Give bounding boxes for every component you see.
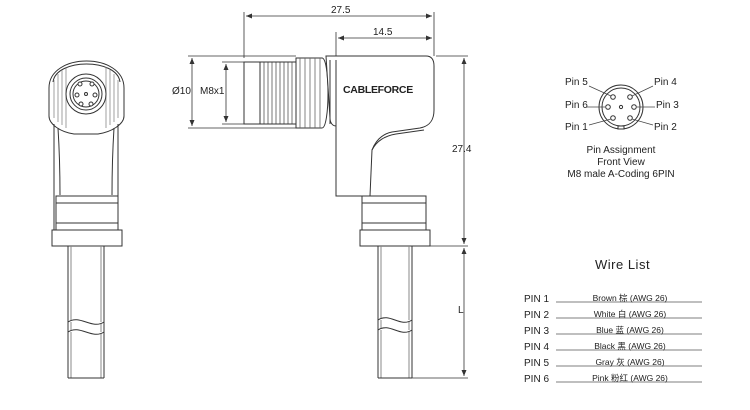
wire-desc-6: Pink 粉红 (AWG 26) [592, 373, 668, 383]
wire-pin-3: PIN 3 [524, 326, 550, 337]
dimension-outer-diameter: Ø10 [172, 86, 191, 97]
dimension-arrows [189, 13, 467, 376]
pin-caption-view: Front View [597, 157, 645, 168]
wire-pin-5: PIN 5 [524, 358, 550, 369]
wire-desc-2: White 白 (AWG 26) [593, 309, 667, 319]
wire-desc-5: Gray 灰 (AWG 26) [595, 357, 665, 367]
wire-list-lines [556, 301, 702, 383]
dimension-thread: M8x1 [200, 86, 225, 97]
dimension-cable-length: L [458, 305, 464, 316]
wire-pin-4: PIN 4 [524, 342, 550, 353]
dimension-overall-length: 27.5 [331, 5, 351, 16]
dimension-lines [188, 12, 468, 379]
wire-desc-3: Blue 蓝 (AWG 26) [596, 325, 664, 335]
dimension-body-length: 14.5 [373, 27, 393, 38]
pin-caption-type: M8 male A-Coding 6PIN [567, 169, 675, 180]
wire-list-title: Wire List [595, 257, 651, 272]
pin-label-1: Pin 1 [565, 122, 588, 133]
dimension-height: 27.4 [452, 144, 472, 155]
connector-side-view [48, 60, 125, 379]
pin-caption-title: Pin Assignment [586, 145, 656, 156]
pin-assignment-diagram [587, 84, 655, 130]
pin-label-2: Pin 2 [654, 122, 677, 133]
pin-label-5: Pin 5 [565, 77, 588, 88]
wire-pin-1: PIN 1 [524, 294, 550, 305]
pin-label-6: Pin 6 [565, 100, 588, 111]
pin-label-4: Pin 4 [654, 77, 677, 88]
pin-label-3: Pin 3 [656, 100, 679, 111]
connector-right-angle-view [243, 55, 435, 379]
wire-desc-1: Brown 棕 (AWG 26) [592, 293, 668, 303]
wire-pin-6: PIN 6 [524, 374, 550, 385]
brand-label: CABLEFORCE [343, 84, 413, 96]
wire-desc-4: Black 黑 (AWG 26) [594, 341, 666, 351]
wire-pin-2: PIN 2 [524, 310, 550, 321]
